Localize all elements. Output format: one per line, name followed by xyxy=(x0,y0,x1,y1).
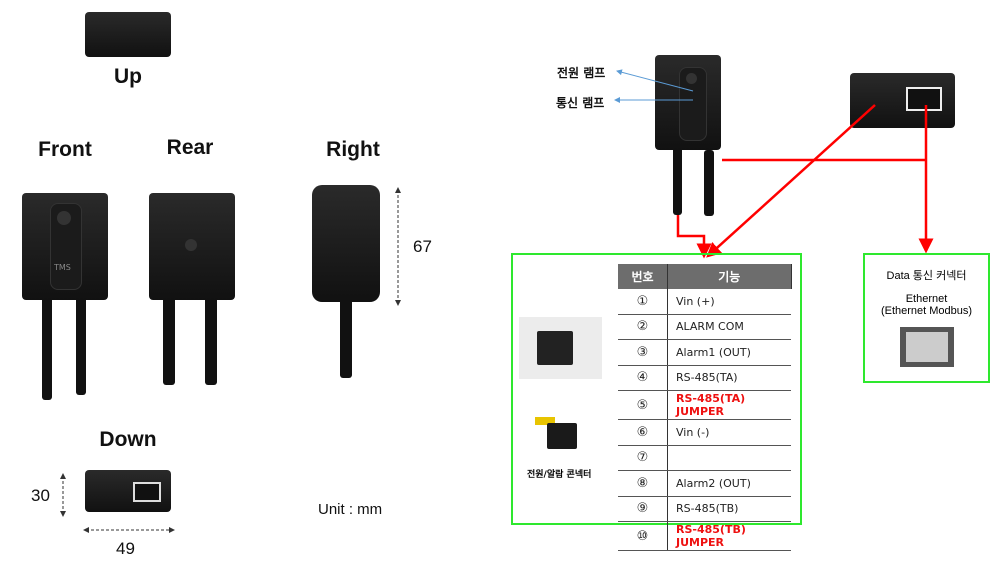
dim-width: 49 xyxy=(116,539,135,558)
pin-number: ② xyxy=(618,314,668,340)
device-rear-view xyxy=(149,193,235,300)
cable xyxy=(704,150,714,216)
pin-number: ③ xyxy=(618,339,668,366)
label-up: Up xyxy=(114,65,142,88)
device-down-view xyxy=(85,470,171,512)
label-down: Down xyxy=(99,428,157,451)
unit-label: Unit : mm xyxy=(318,501,383,518)
ethernet-modbus-label: (Ethernet Modbus) xyxy=(880,305,973,317)
pin-number: ⑩ xyxy=(618,521,668,551)
cable xyxy=(205,295,217,385)
label-rear: Rear xyxy=(166,136,214,159)
device-front-view: TMS xyxy=(22,193,108,300)
pin-number: ⑨ xyxy=(618,496,668,522)
cable-connector-image xyxy=(535,415,577,451)
pin-function: RS-485(TA) xyxy=(667,365,791,391)
data-connector-title: Data 통신 커넥터 xyxy=(886,270,967,282)
connector-caption: 전원/알람 콘넥터 xyxy=(527,470,592,480)
pin-number: ⑦ xyxy=(618,445,668,471)
pin-function: Vin (-) xyxy=(667,419,791,446)
dim-height: 67 xyxy=(413,237,432,256)
pin-function: RS-485(TB) JUMPER xyxy=(667,521,791,551)
pin-function: Alarm1 (OUT) xyxy=(667,339,791,366)
device-brand: TMS xyxy=(54,263,71,272)
connector-image xyxy=(519,317,602,379)
pin-function: RS-485(TB) xyxy=(667,496,791,522)
pin-function: Vin (+) xyxy=(667,289,791,315)
pin-function: RS-485(TA) JUMPER xyxy=(667,390,791,420)
pin-number: ⑧ xyxy=(618,470,668,497)
table-row: ⑦ xyxy=(618,445,791,471)
device-main xyxy=(655,55,721,150)
device-up-view xyxy=(85,12,171,57)
pin-function xyxy=(667,445,791,471)
label-front: Front xyxy=(38,138,92,161)
pin-function: ALARM COM xyxy=(667,314,791,340)
header-function: 기능 xyxy=(667,264,792,289)
cable xyxy=(673,145,682,215)
cable xyxy=(42,295,52,400)
ethernet-label: Ethernet xyxy=(905,293,948,305)
cable xyxy=(340,295,352,378)
label-right: Right xyxy=(326,138,380,161)
data-connector-box: Data 통신 커넥터 Ethernet (Ethernet Modbus) xyxy=(863,253,990,383)
pin-number: ① xyxy=(618,289,668,315)
rj45-port-icon xyxy=(899,327,954,367)
power-lamp-label: 전원 램프 xyxy=(557,66,606,80)
pin-number: ④ xyxy=(618,365,668,391)
cable xyxy=(163,295,175,385)
device-side xyxy=(850,73,955,128)
cable xyxy=(76,295,86,395)
pin-function: Alarm2 (OUT) xyxy=(667,470,791,497)
pin-number: ⑥ xyxy=(618,419,668,446)
pin-number: ⑤ xyxy=(618,390,668,420)
header-number: 번호 xyxy=(618,264,668,289)
dim-depth: 30 xyxy=(31,486,50,505)
comm-lamp-label: 통신 램프 xyxy=(556,96,605,110)
device-right-view xyxy=(312,185,380,302)
